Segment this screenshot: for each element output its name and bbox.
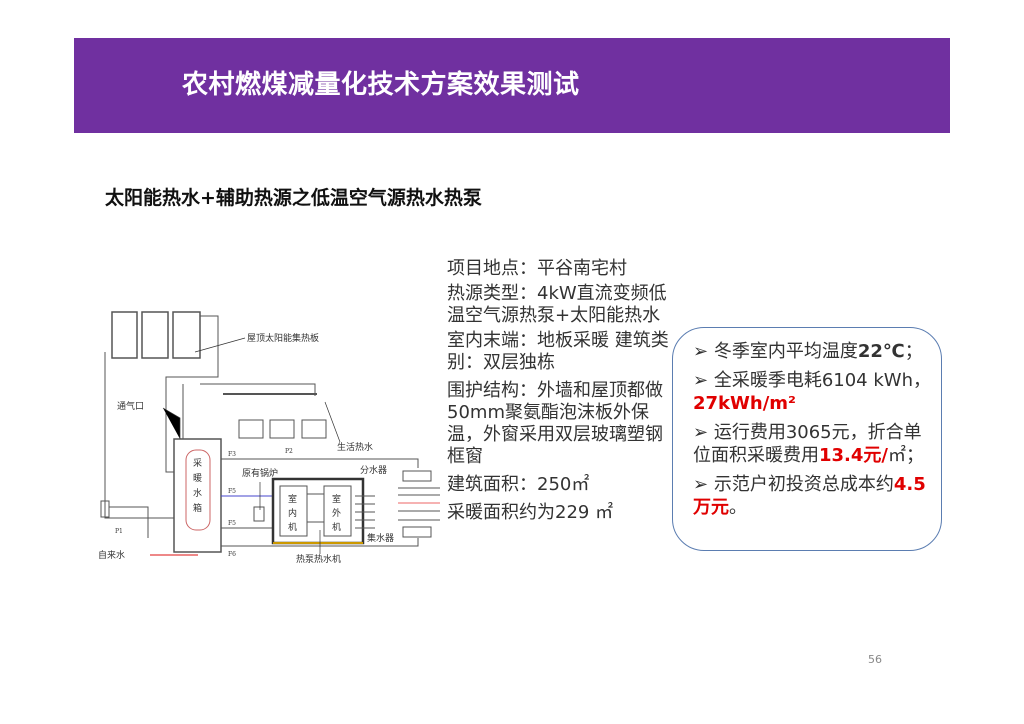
label-f5: F5 — [228, 488, 236, 495]
result-energy: ➢ 全采暖季电耗6104 kWh，27kWh/m² — [693, 370, 931, 414]
page-number: 56 — [868, 653, 882, 666]
info-envelope: 围护结构：外墙和屋顶都做50mm聚氨酯泡沫板外保温，外窗采用双层玻璃塑钢框窗 — [447, 380, 663, 467]
title-banner: 农村燃煤减量化技术方案效果测试 — [74, 38, 950, 133]
label-f5b: F5 — [228, 520, 236, 527]
heat-pump-box — [271, 477, 365, 545]
label-f6: F6 — [228, 551, 236, 558]
label-tap-water: 自来水 — [98, 549, 125, 561]
solar-panel — [172, 311, 201, 359]
info-building-area: 建筑面积：250㎡ — [447, 474, 590, 495]
solar-panel — [141, 311, 169, 359]
label-outdoor-1: 室 — [332, 493, 341, 505]
label-distributor: 分水器 — [360, 464, 387, 476]
result-cost: ➢ 运行费用3065元，折合单位面积采暖费用13.4元/㎡； — [693, 422, 924, 466]
label-boiler: 原有锅炉 — [242, 467, 278, 479]
label-indoor-2: 内 — [288, 507, 297, 519]
slide-subtitle: 太阳能热水+辅助热源之低温空气源热水热泵 — [105, 187, 482, 209]
solar-panel — [111, 311, 138, 359]
label-indoor-3: 机 — [288, 521, 297, 533]
info-location: 项目地点：平谷南宅村 — [447, 258, 627, 279]
label-tank-2: 暖 — [193, 472, 202, 484]
system-diagram: 屋顶太阳能集热板 通气口 生活热水 采 暖 水 箱 原有锅炉 分水器 室 内 机… — [98, 311, 440, 565]
label-solar-panel: 屋顶太阳能集热板 — [247, 332, 319, 344]
label-tank-3: 水 — [193, 487, 202, 499]
info-heat-source: 热源类型：4kW直流变频低温空气源热泵+太阳能热水 — [447, 283, 667, 326]
label-hot-water: 生活热水 — [337, 441, 373, 453]
results-box: ➢ 冬季室内平均温度22℃； ➢ 全采暖季电耗6104 kWh，27kWh/m²… — [672, 327, 942, 551]
label-p1: P1 — [115, 528, 123, 535]
result-investment: ➢ 示范户初投资总成本约4.5万元。 — [693, 474, 926, 518]
label-f3: F3 — [228, 451, 236, 458]
info-heating-area: 采暖面积约为229 ㎡ — [447, 502, 614, 523]
label-collector: 集水器 — [367, 532, 394, 544]
label-tank-4: 箱 — [193, 502, 202, 514]
label-p2: P2 — [285, 448, 293, 455]
label-vent: 通气口 — [117, 400, 144, 412]
slide-title: 农村燃煤减量化技术方案效果测试 — [182, 70, 580, 100]
info-terminal: 室内末端：地板采暖 建筑类别：双层独栋 — [447, 330, 669, 373]
project-info: 项目地点：平谷南宅村 热源类型：4kW直流变频低温空气源热泵+太阳能热水 室内末… — [447, 258, 672, 527]
result-temperature: ➢ 冬季室内平均温度22℃； — [693, 341, 923, 362]
label-outdoor-2: 外 — [332, 507, 341, 519]
label-indoor-1: 室 — [288, 493, 297, 505]
label-tank-1: 采 — [193, 458, 202, 469]
label-outdoor-3: 机 — [332, 521, 341, 533]
label-heat-pump: 热泵热水机 — [296, 553, 341, 565]
